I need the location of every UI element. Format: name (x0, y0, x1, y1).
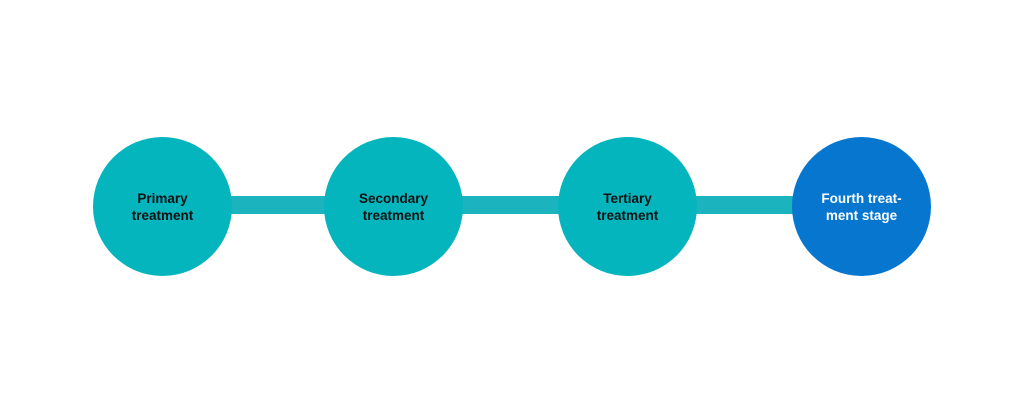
stage-node-secondary: Secondary treatment (324, 137, 463, 276)
connector-line-1-2 (225, 196, 330, 214)
stage-label-primary: Primary treatment (131, 190, 194, 223)
connector-line-2-3 (455, 196, 565, 214)
connector-line-3-4 (690, 196, 800, 214)
stage-label-fourth: Fourth treat- ment stage (821, 190, 902, 223)
stage-label-secondary: Secondary treatment (358, 190, 429, 223)
stage-node-fourth: Fourth treat- ment stage (792, 137, 931, 276)
stage-node-tertiary: Tertiary treatment (558, 137, 697, 276)
stage-label-tertiary: Tertiary treatment (596, 190, 659, 223)
stage-node-primary: Primary treatment (93, 137, 232, 276)
